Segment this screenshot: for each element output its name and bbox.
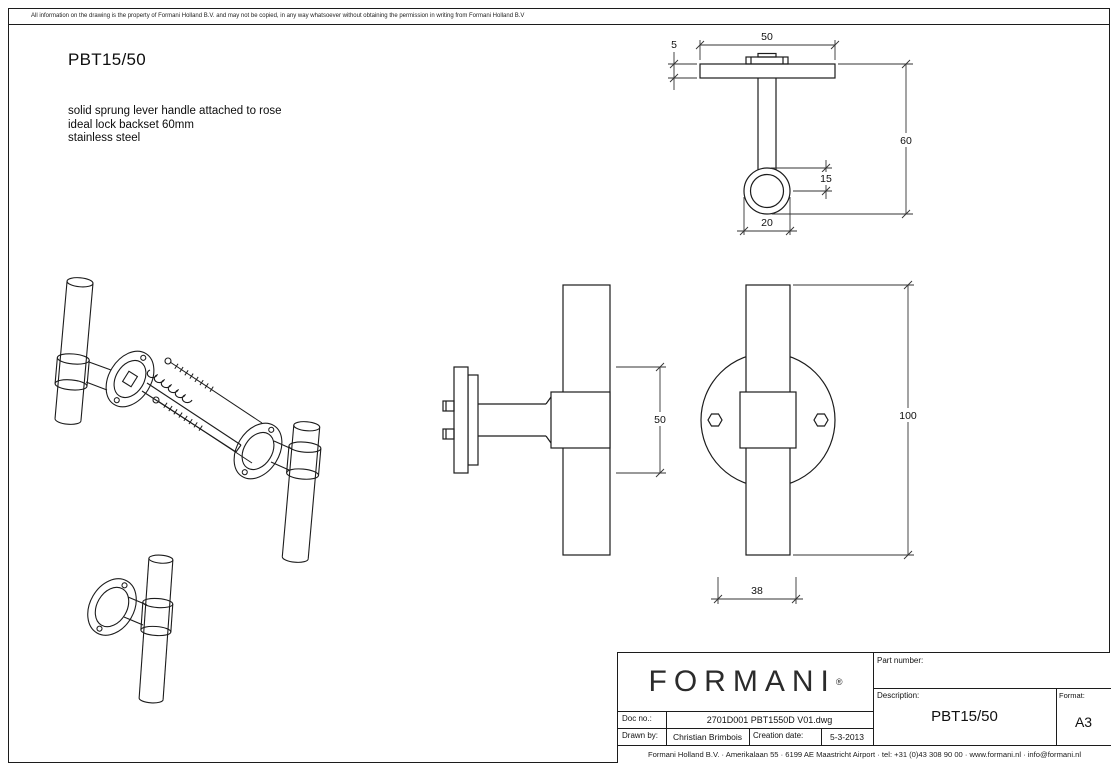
dim-rose-diameter: 50 [616,362,670,478]
titleblock-divider [618,728,873,729]
doc-no-value: 2701D001 PBT1550D V01.dwg [706,714,833,725]
titleblock-divider [618,745,1111,746]
side-view-drawing [442,284,611,556]
doc-no-label: Doc no.: [622,714,652,723]
top-view-drawing [699,52,836,215]
dim-label-bar-length: 50 [761,31,773,43]
description-label: Description: [877,691,920,700]
drawn-by-label: Drawn by: [622,731,659,740]
drawn-by-value: Christian Brimbois [673,731,742,742]
copyright-disclaimer: All information on the drawing is the pr… [9,9,1109,25]
creation-date-label: Creation date: [753,731,804,740]
dim-label-projection: 60 [900,135,912,147]
company-address: Formani Holland B.V. · Amerikalaan 55 · … [647,750,1082,759]
front-view-drawing [700,284,836,556]
exploded-view-drawing [54,277,322,563]
drawing-title: PBT15/50 [68,50,147,69]
format-value: A3 [1074,713,1093,730]
titleblock-divider [873,653,874,745]
dim-bar-length: 50 [695,31,840,60]
creation-date-value: 5-3-2013 [829,731,865,742]
sheet-border [8,8,1110,763]
screw-hex-left [707,413,723,427]
formani-logo-text: FORMANI [648,665,836,698]
description-line: ideal lock backset 60mm [68,118,194,131]
dim-label-base-width: 38 [751,585,763,597]
assembled-view-drawing [87,554,174,704]
titleblock-divider [821,728,822,745]
registered-trademark-icon: ® [835,677,843,687]
titleblock-divider [749,728,750,745]
description-value: PBT15/50 [931,708,998,725]
dim-neck-diameter: 20 [737,197,797,236]
description-line: solid sprung lever handle attached to ro… [68,105,282,117]
titleblock-divider [666,711,667,745]
titleblock-divider [618,711,873,712]
titleblock-divider [873,688,1111,689]
dim-base-width: 38 [711,577,803,604]
titleblock-divider [1056,688,1057,745]
part-number-label: Part number: [877,656,924,665]
dim-label-bar-thickness: 5 [671,39,677,51]
dim-label-handle-height: 100 [899,410,917,422]
dim-label-rose-diameter: 50 [654,414,666,426]
format-label: Format: [1059,691,1085,700]
dim-bar-thickness: 5 [668,39,697,90]
dim-handle-height: 100 [793,280,922,560]
dim-label-tube-diameter: 15 [820,173,832,185]
description-line: stainless steel [68,132,141,144]
dim-tube-diameter: 15 [771,160,836,199]
formani-logo: FORMANI® [618,653,873,711]
title-block: FORMANI® Doc no.: 2701D001 PBT1550D V01.… [617,652,1111,763]
product-description: solid sprung lever handle attached to ro… [68,105,282,146]
dim-projection: 60 [772,59,917,219]
screw-hex-right [813,413,829,427]
dim-label-neck-diameter: 20 [761,217,773,229]
